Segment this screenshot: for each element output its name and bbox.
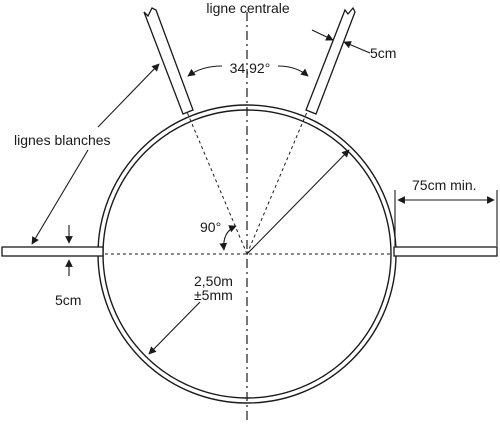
angle-arc-right bbox=[277, 65, 309, 77]
white-line-left bbox=[1, 246, 104, 257]
white-lines-label: lignes blanches bbox=[14, 132, 111, 148]
radius-arrow-upper bbox=[246, 149, 350, 255]
angle-arc-left bbox=[187, 65, 223, 77]
sector-dotted-left bbox=[186, 111, 248, 255]
width-arrow-top-b bbox=[343, 41, 371, 54]
centre-line-label: ligne centrale bbox=[206, 0, 289, 16]
sector-dotted-right bbox=[246, 111, 308, 255]
white-line-right bbox=[393, 246, 498, 257]
angle-sector-label: 34,92° bbox=[230, 60, 271, 76]
leader-arrow-sector bbox=[97, 63, 160, 128]
radius-arrow-lower bbox=[148, 301, 201, 355]
sector-line-right bbox=[305, 6, 356, 115]
extension-label: 75cm min. bbox=[412, 177, 477, 193]
diameter-tolerance-label: ±5mm bbox=[194, 287, 233, 303]
width-left-label: 5cm bbox=[55, 292, 81, 308]
sector-line-left bbox=[143, 7, 194, 115]
width-arrow-top-a bbox=[311, 29, 334, 41]
right-angle-label: 90° bbox=[200, 219, 221, 235]
right-angle-arc bbox=[219, 225, 237, 251]
leader-arrow-horizontal bbox=[31, 149, 89, 245]
diameter-value-label: 2,50m bbox=[194, 273, 233, 289]
width-top-label: 5cm bbox=[370, 45, 396, 61]
